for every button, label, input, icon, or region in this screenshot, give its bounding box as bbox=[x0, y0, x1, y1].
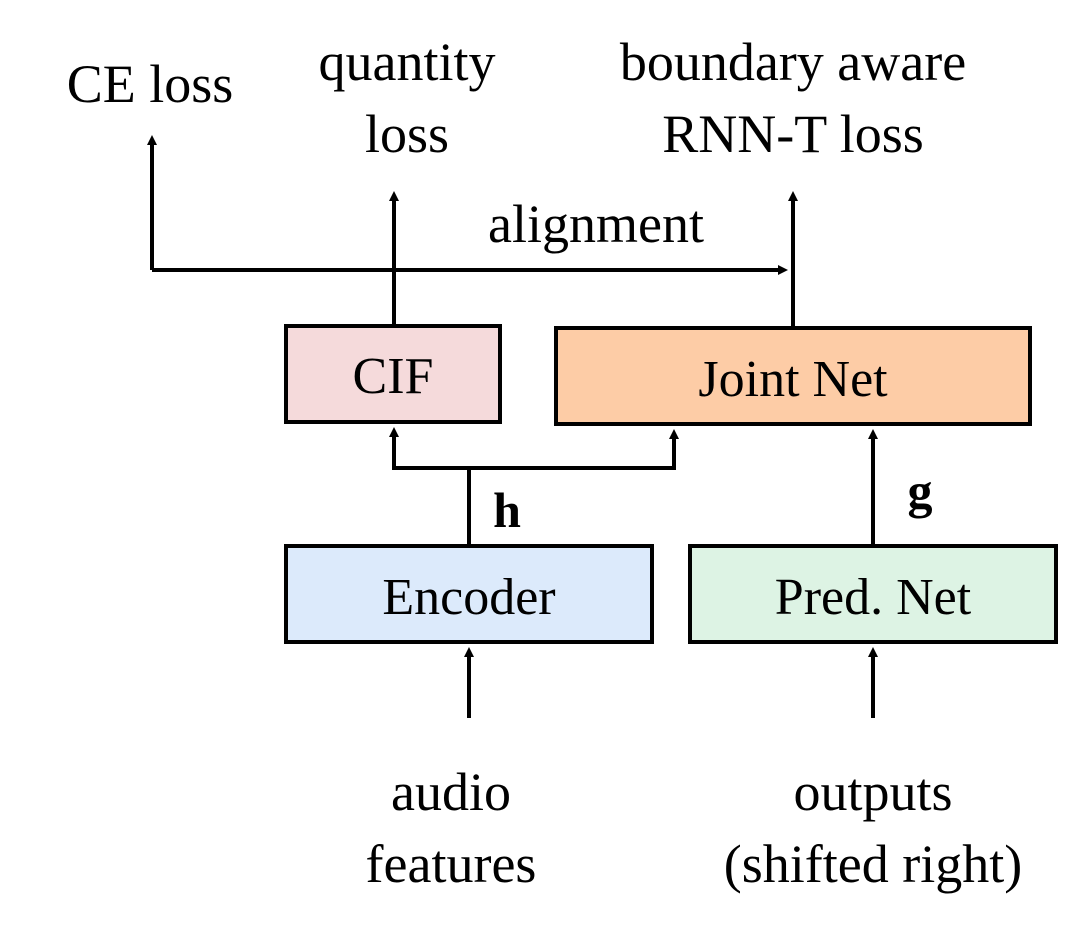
joint-net-label: Joint Net bbox=[698, 351, 888, 408]
h-to-joint-arrow bbox=[469, 429, 679, 470]
cif-box: CIF bbox=[284, 324, 502, 424]
alignment-label: alignment bbox=[488, 194, 704, 254]
h-to-cif-arrow bbox=[389, 427, 469, 470]
h-variable-label: h bbox=[493, 482, 521, 538]
encoder-label: Encoder bbox=[382, 569, 555, 626]
quantity-loss-label-line1: quantity bbox=[319, 32, 496, 92]
outputs-shifted-label-line1: outputs bbox=[793, 762, 952, 822]
quantity-loss-label-line2: loss bbox=[365, 104, 449, 164]
pred-net-box: Pred. Net bbox=[688, 544, 1058, 644]
pred-net-label: Pred. Net bbox=[775, 569, 972, 626]
ce-loss-label: CE loss bbox=[67, 54, 234, 114]
audio-features-label-line1: audio bbox=[391, 762, 511, 822]
rnnt-loss-label-line2: RNN-T loss bbox=[662, 104, 924, 164]
rnnt-loss-label-line1: boundary aware bbox=[620, 32, 966, 92]
encoder-box: Encoder bbox=[284, 544, 654, 644]
audio-features-label-line2: features bbox=[366, 834, 537, 894]
outputs-shifted-label-line2: (shifted right) bbox=[724, 834, 1022, 894]
joint-net-box: Joint Net bbox=[554, 326, 1032, 426]
cif-label: CIF bbox=[353, 348, 434, 405]
g-variable-label: g bbox=[908, 463, 933, 519]
